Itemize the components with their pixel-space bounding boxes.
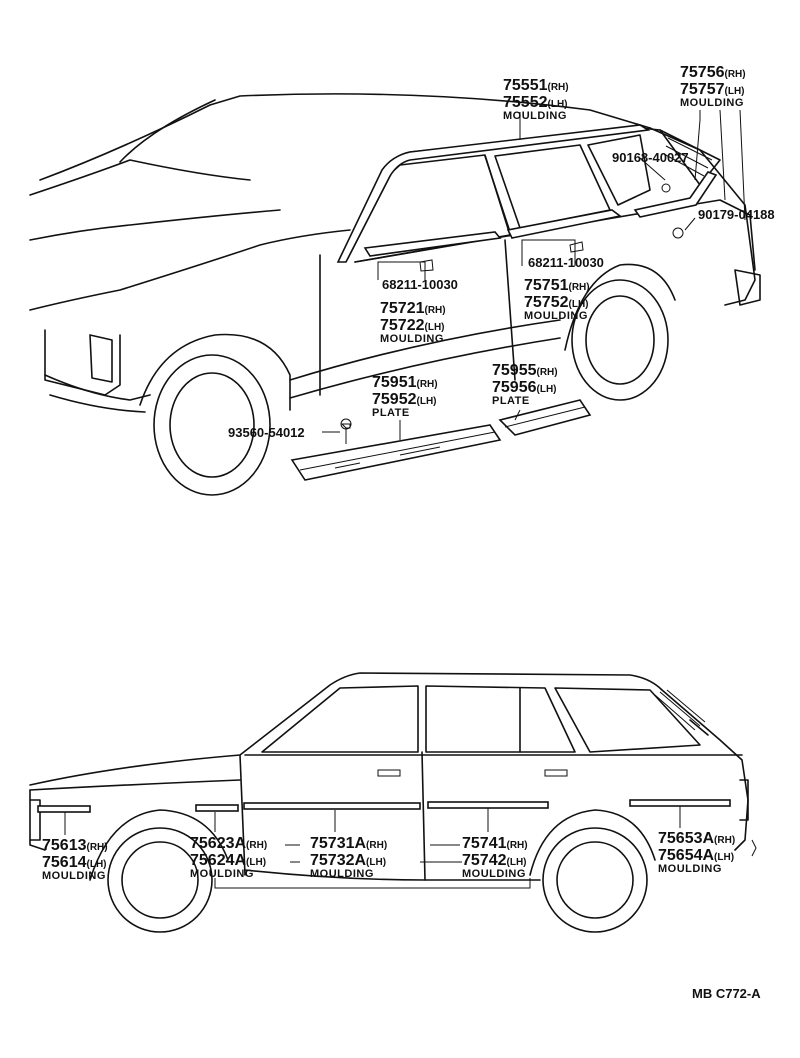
leader-lines-bottom (64, 806, 757, 889)
label-roof-moulding: 75551(RH) 75552(LH) MOULDING (503, 77, 569, 122)
part-number: 75613 (42, 837, 87, 854)
svg-text:75951(RH): 75951(RH) (372, 374, 438, 391)
screw-icon (340, 423, 351, 444)
part-description: PLATE (372, 407, 410, 419)
label-rear-belt-moulding: 75751(RH) 75752(LH) MOULDING (524, 277, 590, 322)
part-number-plate-screw: 93560-54012 (228, 425, 305, 440)
svg-text:75955(RH): 75955(RH) (492, 362, 558, 379)
leader-lines-top (322, 109, 746, 440)
part-description: MOULDING (42, 870, 106, 882)
label-rear-plate: 75955(RH) 75956(LH) PLATE (492, 362, 558, 407)
part-number: 75756 (680, 64, 725, 81)
svg-text:75757(LH): 75757(LH) (680, 81, 745, 98)
part-number-clip-front-door: 68211-10030 (382, 277, 458, 292)
bumper-side-moulding-shape (37, 805, 91, 813)
svg-text:75731A(RH): 75731A(RH) (310, 835, 387, 852)
part-number: 75952 (372, 391, 417, 408)
wagon-side-drawing (29, 672, 749, 933)
part-description: MOULDING (462, 868, 526, 880)
rear-pillar-moulding-shape (633, 171, 718, 218)
part-number-screw-rear: 90179-04188 (698, 207, 775, 222)
front-belt-moulding-shape (363, 231, 502, 257)
part-number: 75623A (190, 835, 246, 852)
label-fender-moulding: 75623A(RH) 75624A(LH) MOULDING (190, 835, 267, 880)
clip-icon (569, 241, 584, 253)
part-number: 75741 (462, 835, 507, 852)
clip-icon (661, 183, 671, 193)
part-number: 75722 (380, 317, 425, 334)
svg-text:75751(RH): 75751(RH) (524, 277, 590, 294)
part-number: 75752 (524, 294, 569, 311)
roof-moulding-shape (336, 124, 651, 263)
svg-text:75732A(LH): 75732A(LH) (310, 852, 386, 869)
part-description: MOULDING (658, 863, 722, 875)
part-description: MOULDING (190, 868, 254, 880)
front-door-moulding-shape (243, 802, 421, 810)
svg-text:75623A(RH): 75623A(RH) (190, 835, 267, 852)
part-number: 75742 (462, 852, 507, 869)
part-number: 75751 (524, 277, 569, 294)
svg-text:75653A(RH): 75653A(RH) (658, 830, 735, 847)
wagon-perspective-drawing (29, 93, 761, 496)
label-rear-pillar-moulding: 75756(RH) 75757(LH) MOULDING (680, 64, 746, 109)
part-number: 75551 (503, 77, 548, 94)
part-description: MOULDING (310, 868, 374, 880)
label-front-belt-moulding: 75721(RH) 75722(LH) MOULDING (380, 300, 446, 345)
front-scuff-plate-shape (290, 424, 502, 481)
part-description: MOULDING (680, 97, 744, 109)
svg-text:75956(LH): 75956(LH) (492, 379, 557, 396)
clip-icon (419, 259, 434, 272)
quarter-moulding-shape (629, 799, 731, 807)
part-number: 75955 (492, 362, 537, 379)
part-description: MOULDING (380, 333, 444, 345)
part-number: 75951 (372, 374, 417, 391)
svg-text:75654A(LH): 75654A(LH) (658, 847, 734, 864)
screw-icon (672, 227, 684, 239)
svg-text:75721(RH): 75721(RH) (380, 300, 446, 317)
label-rear-door-moulding: 75741(RH) 75742(LH) MOULDING (462, 835, 528, 880)
fender-moulding-shape (195, 804, 239, 812)
part-number-clip-rear: 90168-40027 (612, 150, 689, 165)
part-number: 75624A (190, 852, 246, 869)
part-number-clip-rear-door: 68211-10030 (528, 255, 604, 270)
svg-text:75752(LH): 75752(LH) (524, 294, 589, 311)
label-bumper-side-moulding: 75613(RH) 75614(LH) MOULDING (42, 837, 108, 882)
part-number: 75956 (492, 379, 537, 396)
svg-text:75722(LH): 75722(LH) (380, 317, 445, 334)
part-number: 75757 (680, 81, 725, 98)
svg-text:75952(LH): 75952(LH) (372, 391, 437, 408)
svg-text:75552(LH): 75552(LH) (503, 94, 568, 111)
part-number: 75654A (658, 847, 714, 864)
svg-text:75613(RH): 75613(RH) (42, 837, 108, 854)
part-number: 75552 (503, 94, 548, 111)
svg-text:75551(RH): 75551(RH) (503, 77, 569, 94)
label-quarter-moulding: 75653A(RH) 75654A(LH) MOULDING (658, 830, 735, 875)
part-number: 75614 (42, 854, 87, 871)
part-description: PLATE (492, 395, 530, 407)
rear-door-moulding-shape (427, 801, 549, 809)
part-number: 75653A (658, 830, 714, 847)
svg-text:75614(LH): 75614(LH) (42, 854, 107, 871)
part-number: 75721 (380, 300, 425, 317)
svg-text:75624A(LH): 75624A(LH) (190, 852, 266, 869)
svg-text:75742(LH): 75742(LH) (462, 852, 527, 869)
part-description: MOULDING (524, 310, 588, 322)
diagram-code: MB C772-A (692, 986, 761, 1001)
part-number: 75732A (310, 852, 366, 869)
rear-belt-moulding-shape (506, 209, 622, 239)
svg-text:75741(RH): 75741(RH) (462, 835, 528, 852)
svg-text:75756(RH): 75756(RH) (680, 64, 746, 81)
part-number: 75731A (310, 835, 366, 852)
part-description: MOULDING (503, 110, 567, 122)
label-front-door-moulding: 75731A(RH) 75732A(LH) MOULDING (310, 835, 387, 880)
label-front-plate: 75951(RH) 75952(LH) PLATE (372, 374, 438, 419)
